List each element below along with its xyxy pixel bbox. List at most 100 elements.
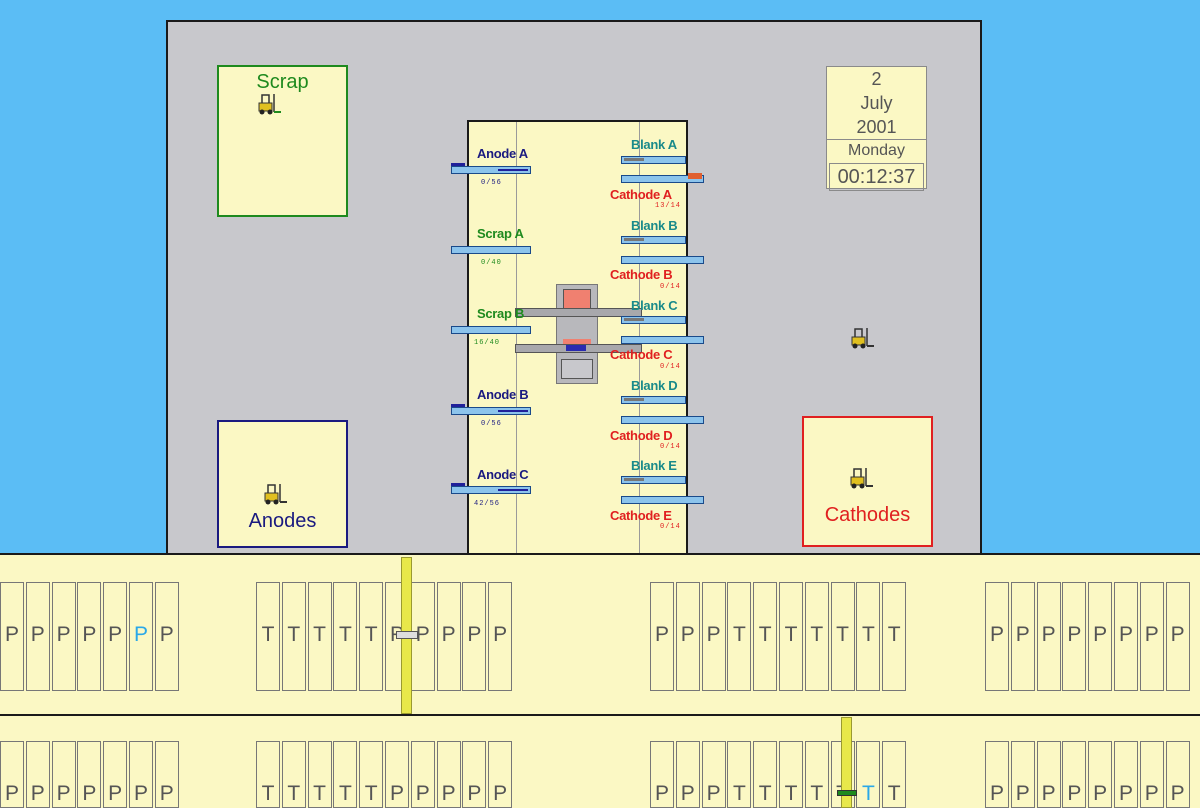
cathode-label: Cathode D	[610, 428, 673, 443]
pot-cell[interactable]: P	[1165, 741, 1190, 808]
pot-cell[interactable]: P	[488, 741, 513, 808]
pot-cell[interactable]: P	[488, 582, 513, 691]
cathode-label: Cathode C	[610, 347, 673, 362]
simulation-clock: 00:12:37	[829, 163, 924, 191]
anodes-area[interactable]: Anodes	[217, 420, 348, 548]
bay-count: 13/14	[655, 202, 682, 210]
scrap-area[interactable]: Scrap	[217, 65, 348, 217]
pot-cell[interactable]: T	[830, 582, 855, 691]
pot-cell[interactable]: P	[650, 741, 674, 808]
bay-count: 0/14	[660, 523, 681, 531]
pot-cell[interactable]: P	[436, 741, 461, 808]
pot-cell[interactable]: P	[1139, 582, 1164, 691]
forklift-icon[interactable]	[849, 326, 875, 350]
pot-cell[interactable]: P	[436, 582, 461, 691]
stack-indicator	[451, 483, 465, 486]
calendar-weekday: Monday	[827, 139, 926, 162]
pot-cell[interactable]: P	[77, 582, 102, 691]
calendar-year: 2001	[856, 117, 897, 137]
pot-cell[interactable]: P	[650, 582, 674, 691]
cathode-conveyor	[621, 256, 704, 264]
pot-cell[interactable]: P	[985, 582, 1009, 691]
pot-cell[interactable]: P	[154, 741, 179, 808]
pot-cell[interactable]: P	[410, 741, 435, 808]
pot-cell[interactable]: P	[51, 741, 76, 808]
pot-cell[interactable]: T	[804, 741, 829, 808]
pot-cell[interactable]: P	[1088, 582, 1113, 691]
pot-cell[interactable]: P	[462, 582, 487, 691]
pot-cell[interactable]: T	[753, 582, 778, 691]
pot-cell[interactable]: T	[333, 741, 358, 808]
pot-cell[interactable]: P	[0, 582, 24, 691]
bay-count: 0/56	[481, 420, 502, 428]
pot-cell[interactable]: P	[103, 741, 128, 808]
pot-cell[interactable]: P	[1062, 582, 1087, 691]
pot-cell[interactable]: P	[985, 741, 1009, 808]
pot-cell[interactable]: P	[1165, 582, 1190, 691]
pot-cell[interactable]: P	[1010, 582, 1035, 691]
pot-cell[interactable]: P	[385, 741, 409, 808]
bay-conveyor	[451, 486, 531, 494]
cathode-label: Cathode E	[610, 508, 672, 523]
pot-cell[interactable]: T	[359, 741, 384, 808]
pot-cell[interactable]: P	[77, 741, 102, 808]
pot-cell[interactable]: T	[753, 741, 778, 808]
pot-cell[interactable]: T	[727, 741, 752, 808]
cathodes-area-label: Cathodes	[824, 504, 911, 526]
pot-cell[interactable]: T	[307, 582, 332, 691]
pot-cell[interactable]: T	[779, 741, 803, 808]
pot-cell[interactable]: P	[1010, 741, 1035, 808]
pot-cell[interactable]: T	[804, 582, 829, 691]
pot-cell[interactable]: P	[675, 741, 700, 808]
pot-cell[interactable]: T	[727, 582, 752, 691]
pot-cell[interactable]: T	[882, 582, 907, 691]
pot-cell[interactable]: T	[856, 741, 881, 808]
crane-trolley[interactable]	[837, 790, 857, 796]
pot-cell[interactable]: T	[256, 582, 280, 691]
crane-trolley[interactable]	[396, 631, 418, 639]
forklift-icon[interactable]	[256, 92, 282, 116]
pot-cell[interactable]: T	[307, 741, 332, 808]
pot-cell[interactable]: P	[1062, 741, 1087, 808]
pot-cell[interactable]: P	[129, 741, 153, 808]
pot-cell[interactable]: T	[281, 741, 306, 808]
pot-cell[interactable]: P	[1114, 741, 1138, 808]
pot-cell[interactable]: P	[25, 741, 50, 808]
potline-row-1	[0, 553, 1200, 717]
pot-cell[interactable]: P	[462, 741, 487, 808]
bay-conveyor	[451, 166, 531, 174]
pot-cell[interactable]: P	[0, 741, 24, 808]
pot-cell[interactable]: P	[25, 582, 50, 691]
calendar-day: 2	[871, 69, 882, 89]
pot-cell[interactable]: T	[779, 582, 803, 691]
pot-cell[interactable]: T	[333, 582, 358, 691]
pot-cell[interactable]: T	[359, 582, 384, 691]
forklift-icon[interactable]	[848, 466, 874, 490]
blank-conveyor	[621, 156, 686, 164]
pot-cell[interactable]: P	[51, 582, 76, 691]
pot-cell[interactable]: T	[256, 741, 280, 808]
pot-cell[interactable]: T	[882, 741, 907, 808]
cathode-conveyor	[621, 416, 704, 424]
pot-cell[interactable]: P	[1036, 582, 1061, 691]
pot-cell[interactable]: P	[675, 582, 700, 691]
bay-count: 0/56	[481, 179, 502, 187]
pot-cell[interactable]: T	[856, 582, 881, 691]
calendar-month: July	[860, 93, 893, 113]
pot-cell[interactable]: T	[281, 582, 306, 691]
cathodes-area[interactable]: Cathodes	[802, 416, 933, 547]
blank-label: Blank A	[631, 137, 677, 152]
pot-cell[interactable]: P	[1139, 741, 1164, 808]
pot-cell[interactable]: P	[701, 741, 726, 808]
stack-indicator	[624, 158, 644, 161]
pot-cell[interactable]: P	[129, 582, 153, 691]
pot-cell[interactable]: P	[1088, 741, 1113, 808]
cathode-conveyor	[621, 175, 704, 183]
pot-cell[interactable]: P	[701, 582, 726, 691]
forklift-icon[interactable]	[262, 482, 288, 506]
pot-cell[interactable]: P	[154, 582, 179, 691]
pot-cell[interactable]: P	[103, 582, 128, 691]
pot-cell[interactable]: P	[1114, 582, 1138, 691]
pot-cell[interactable]: P	[1036, 741, 1061, 808]
simulation-calendar: 2 July 2001 Monday 00:12:37	[826, 66, 927, 191]
